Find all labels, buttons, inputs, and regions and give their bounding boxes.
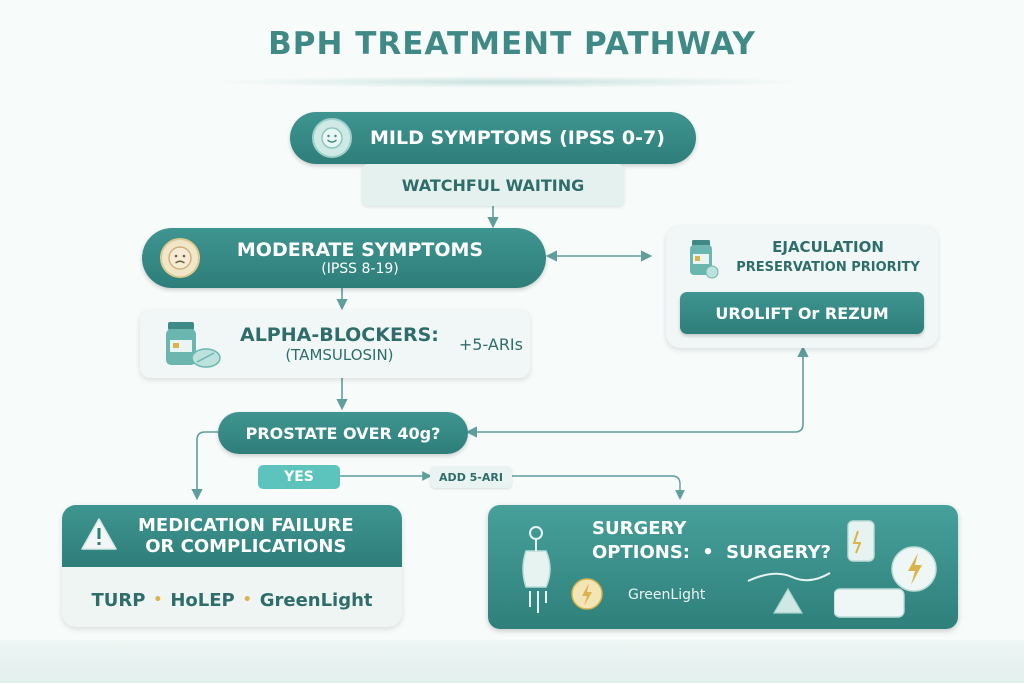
page-title: BPH TREATMENT PATHWAY [268,26,756,62]
preservation-priority-label: PRESERVATION PRIORITY [736,260,920,275]
add-5ari-label: ADD 5-ARI [439,470,503,484]
watchful-waiting-node: WATCHFUL WAITING [362,164,624,206]
prostate-size-decision: PROSTATE OVER 40g? [218,412,468,454]
moderate-symptoms-node: MODERATE SYMPTOMS (IPSS 8-19) [142,228,546,288]
mild-symptoms-label: MILD SYMPTOMS (IPSS 0-7) [370,127,665,149]
laser-bulb-icon [570,577,604,615]
medication-icon [686,240,720,284]
alpha-blockers-example: (TAMSULOSIN) [285,346,394,364]
medication-failure-node: MEDICATION FAILURE OR COMPLICATIONS TURP… [62,505,402,627]
arrow-add-to-surgery [512,475,685,500]
pill-bottle-icon [164,320,221,368]
moderate-symptoms-label: MODERATE SYMPTOMS [236,239,484,261]
arrow-decision-to-ejaculation [465,345,809,438]
add-5ari-badge: ADD 5-ARI [430,466,512,488]
surgical-instrument-icon [744,563,834,623]
ejaculation-label: EJACULATION [772,238,884,256]
alpha-blockers-label: ALPHA-BLOCKERS: [240,324,439,346]
alpha-blockers-addon: +5-ARIs [458,334,523,354]
arrow-decision-to-failure [191,431,218,501]
surgery-options-label: OPTIONS: [592,542,690,563]
option-separator: • [242,592,252,608]
warning-icon [80,517,118,555]
yes-badge: YES [258,465,340,489]
complications-label: OR COMPLICATIONS [145,536,347,557]
option-holep: HoLEP [170,589,235,611]
surgery-options-node: SURGERY OPTIONS: • SURGERY? GreenLight [488,505,958,629]
greenlight-label: GreenLight [628,587,706,603]
option-separator: • [153,592,163,608]
title-underline [215,76,805,88]
medication-failure-header: MEDICATION FAILURE OR COMPLICATIONS [62,505,402,567]
ejaculation-preservation-node: EJACULATION PRESERVATION PRIORITY UROLIF… [666,226,938,348]
footer-decoration [0,640,1024,683]
surgical-options-row: TURP • HoLEP • GreenLight [62,583,402,617]
option-greenlight: GreenLight [259,589,373,611]
urolift-rezum-label: UROLIFT Or REZUM [715,303,889,323]
yes-label: YES [284,469,314,485]
surgery-question-label: SURGERY? [726,542,831,563]
option-turp: TURP [91,589,146,611]
moderate-symptoms-range: (IPSS 8-19) [321,261,399,277]
alpha-blockers-node: ALPHA-BLOCKERS: (TAMSULOSIN) +5-ARIs [140,310,530,378]
iv-drip-icon [833,517,946,627]
urolift-rezum-option: UROLIFT Or REZUM [680,292,924,334]
mild-symptoms-node: MILD SYMPTOMS (IPSS 0-7) [290,112,696,164]
worried-face-icon [160,238,200,278]
surgery-label: SURGERY [592,518,687,539]
smiley-face-icon [312,118,352,158]
prostate-size-label: PROSTATE OVER 40g? [245,423,441,443]
surgery-bullet: • [702,542,714,563]
medication-failure-label: MEDICATION FAILURE [138,515,354,536]
surgery-equipment-icon [512,523,572,623]
watchful-waiting-label: WATCHFUL WAITING [401,175,585,195]
